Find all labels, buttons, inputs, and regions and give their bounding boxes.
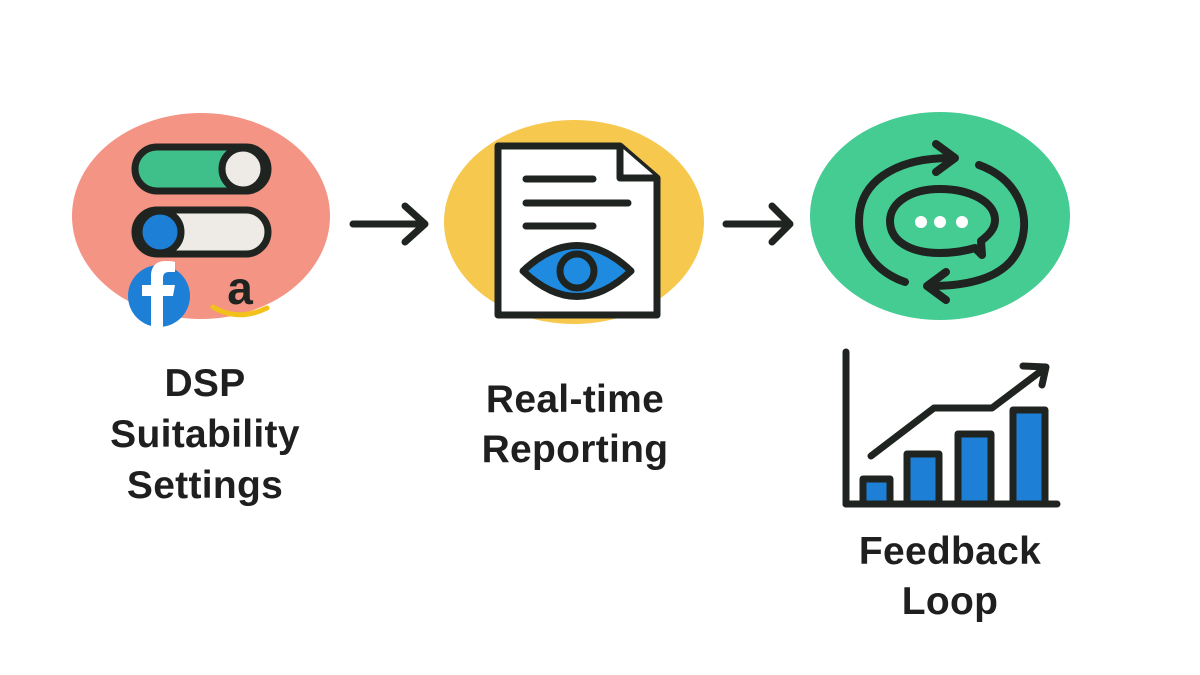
step-label-feedback-loop: Feedback Loop — [800, 527, 1100, 627]
toggle-off-icon — [131, 206, 272, 258]
reporting-illustration — [444, 120, 704, 324]
trend-arrowhead — [1019, 362, 1050, 389]
arrow-right-icon — [722, 202, 794, 246]
chart-bar — [954, 430, 995, 508]
dsp-settings-illustration: a — [72, 113, 330, 327]
label-line: Feedback — [858, 530, 1042, 573]
arrow-right-icon — [349, 202, 429, 246]
chart-bar — [903, 450, 943, 508]
label-line: DSP — [164, 362, 246, 405]
refresh-chat-icon — [855, 140, 1029, 304]
trend-line — [867, 364, 1049, 460]
chart-bar — [1009, 406, 1049, 508]
label-line: Loop — [901, 580, 999, 623]
eye-icon — [519, 242, 635, 300]
svg-text:a: a — [227, 262, 253, 314]
document-eye-icon — [494, 142, 661, 319]
label-line: Reporting — [481, 428, 669, 471]
feedback-illustration — [810, 112, 1070, 320]
facebook-icon — [128, 261, 190, 327]
ellipsis-dots — [915, 216, 968, 228]
amazon-icon: a — [210, 262, 270, 318]
step-label-dsp-suitability-settings: DSP Suitability Settings — [60, 358, 350, 511]
label-line: Suitability — [110, 413, 300, 456]
chart-bar — [859, 475, 894, 508]
label-line: Settings — [126, 464, 284, 507]
toggle-on-icon — [131, 143, 272, 195]
step-label-real-time-reporting: Real-time Reporting — [430, 375, 720, 475]
label-line: Real-time — [485, 378, 665, 421]
growth-bar-chart-icon — [842, 348, 1061, 508]
